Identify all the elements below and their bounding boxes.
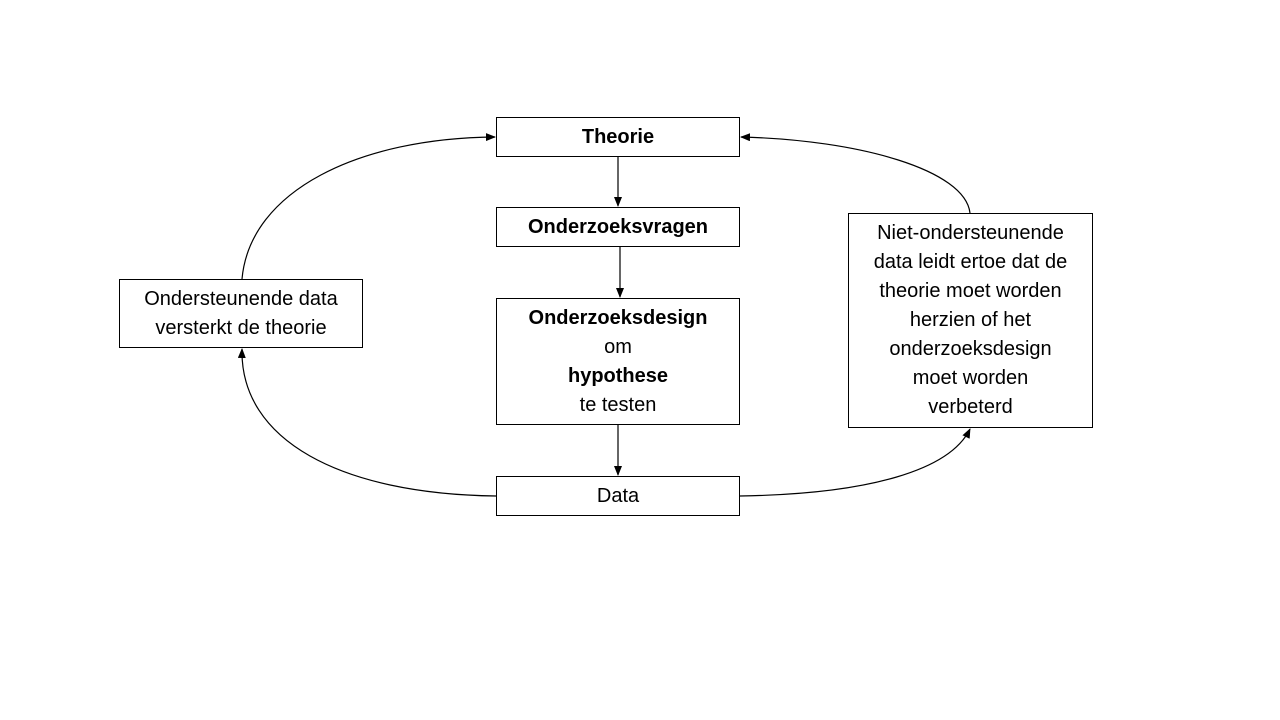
data-box: Data	[496, 476, 740, 516]
support-line-1: Ondersteunende data	[144, 287, 338, 310]
onderzoeksvragen-label: Onderzoeksvragen	[527, 215, 709, 238]
supporting-data-box: Ondersteunende data versterkt de theorie	[119, 279, 363, 348]
nonsupport-line-5: onderzoeksdesign	[889, 338, 1052, 360]
nonsupport-line-1: Niet-ondersteunende	[877, 222, 1064, 244]
nonsupport-line-6: moet worden	[912, 367, 1029, 389]
design-line-4: te testen	[579, 393, 657, 416]
design-line-1: Onderzoeksdesign	[528, 306, 708, 329]
nonsupport-line-3: theorie moet worden	[879, 280, 1062, 302]
nonsupport-line-4: herzien of het	[909, 309, 1032, 331]
arrow-nonsupport-to-theorie	[740, 133, 971, 214]
arrow-data-to-nonsupport	[739, 428, 971, 497]
onderzoeksvragen-box: Onderzoeksvragen	[496, 207, 740, 247]
theorie-label: Theorie	[581, 125, 655, 148]
arrow-data-to-support	[237, 348, 497, 497]
design-line-3: hypothese	[567, 364, 669, 387]
nonsupport-line-2: data leidt ertoe dat de	[873, 251, 1068, 273]
onderzoeksdesign-box: Onderzoeksdesign om hypothese te testen	[496, 298, 740, 425]
design-line-2: om	[604, 335, 632, 358]
nonsupport-line-7: verbeterd	[928, 396, 1013, 418]
arrow-support-to-theorie	[241, 133, 496, 280]
non-supporting-data-box: Niet-ondersteunende data leidt ertoe dat…	[848, 213, 1093, 428]
support-line-2: versterkt de theorie	[155, 316, 327, 339]
theorie-box: Theorie	[496, 117, 740, 157]
data-label: Data	[596, 484, 640, 507]
